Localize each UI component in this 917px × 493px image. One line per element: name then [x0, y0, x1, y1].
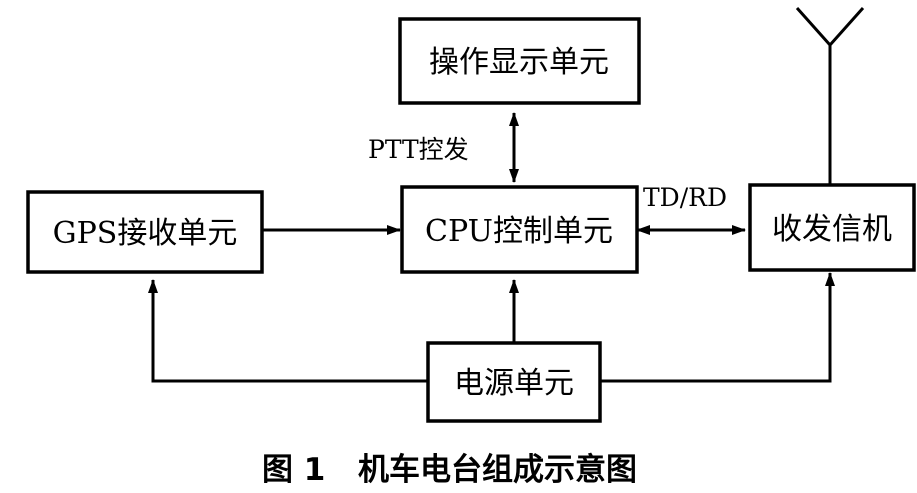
power-unit-block: 电源单元 — [426, 341, 602, 423]
tdrd-signal-label: TD/RD — [643, 183, 727, 212]
transceiver-label: 收发信机 — [772, 212, 892, 247]
display-unit-block: 操作显示单元 — [398, 17, 641, 105]
figure-title: 机车电台组成示意图 — [358, 452, 637, 488]
antenna-icon — [795, 7, 865, 185]
gps-unit-label: GPS接收单元 — [53, 216, 238, 251]
power-to-transceiver-connector — [600, 272, 835, 383]
power-unit-label: 电源单元 — [454, 366, 574, 401]
cpu-unit-block: CPU控制单元 — [400, 185, 639, 274]
transceiver-block: 收发信机 — [748, 183, 916, 272]
cpu-unit-label: CPU控制单元 — [425, 214, 613, 249]
ptt-signal-label: PTT控发 — [368, 135, 469, 164]
gps-unit-block: GPS接收单元 — [26, 190, 264, 274]
figure-number: 图 1 — [262, 452, 325, 488]
display-unit-label: 操作显示单元 — [429, 45, 609, 80]
power-to-gps-connector — [148, 279, 428, 383]
